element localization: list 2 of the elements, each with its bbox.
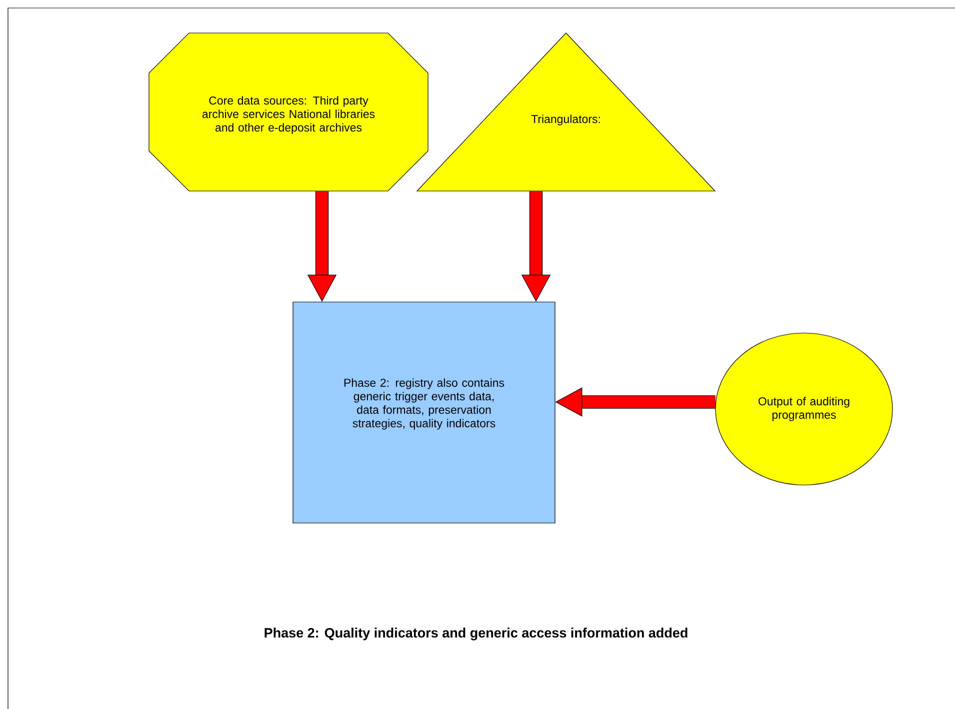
registry-box: Phase 2: registry also contains generic trigger events data, data formats, preservation strategies, quality indicators	[292, 302, 556, 524]
caption: Phase 2: Quality indicators and generic access information added	[264, 628, 688, 640]
